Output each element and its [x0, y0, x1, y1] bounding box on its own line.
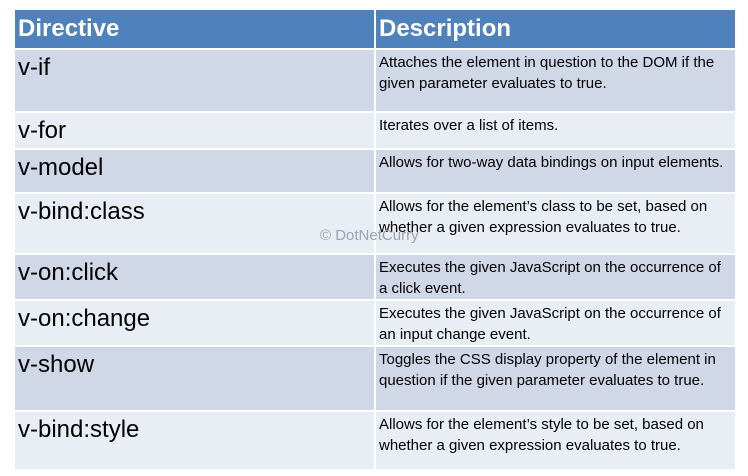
directive-cell: v-on:change: [15, 300, 376, 347]
header-row: Directive Description: [15, 10, 737, 50]
directives-table: Directive Description v-if Attaches the …: [15, 10, 737, 471]
table-row: v-bind:class Allows for the element’s cl…: [15, 193, 737, 255]
directive-cell: v-bind:style: [15, 411, 376, 471]
directive-cell: v-if: [15, 49, 376, 113]
header-directive: Directive: [15, 10, 376, 50]
description-cell: Executes the given JavaScript on the occ…: [375, 300, 737, 347]
table-row: v-model Allows for two-way data bindings…: [15, 149, 737, 194]
description-cell: Toggles the CSS display property of the …: [375, 346, 737, 412]
directive-cell: v-bind:class: [15, 193, 376, 255]
directive-cell: v-on:click: [15, 254, 376, 301]
table-row: v-on:click Executes the given JavaScript…: [15, 254, 737, 301]
description-cell: Executes the given JavaScript on the occ…: [375, 254, 737, 301]
table-row: v-on:change Executes the given JavaScrip…: [15, 300, 737, 347]
table-row: v-show Toggles the CSS display property …: [15, 346, 737, 412]
description-cell: Allows for two-way data bindings on inpu…: [375, 149, 737, 194]
header-description: Description: [375, 10, 737, 50]
description-cell: Iterates over a list of items.: [375, 112, 737, 150]
table-row: v-if Attaches the element in question to…: [15, 49, 737, 113]
description-cell: Allows for the element’s style to be set…: [375, 411, 737, 471]
table-row: v-bind:style Allows for the element’s st…: [15, 411, 737, 471]
directive-cell: v-model: [15, 149, 376, 194]
description-cell: Attaches the element in question to the …: [375, 49, 737, 113]
table-row: v-for Iterates over a list of items.: [15, 112, 737, 150]
directive-cell: v-show: [15, 346, 376, 412]
description-cell: Allows for the element’s class to be set…: [375, 193, 737, 255]
directive-cell: v-for: [15, 112, 376, 150]
